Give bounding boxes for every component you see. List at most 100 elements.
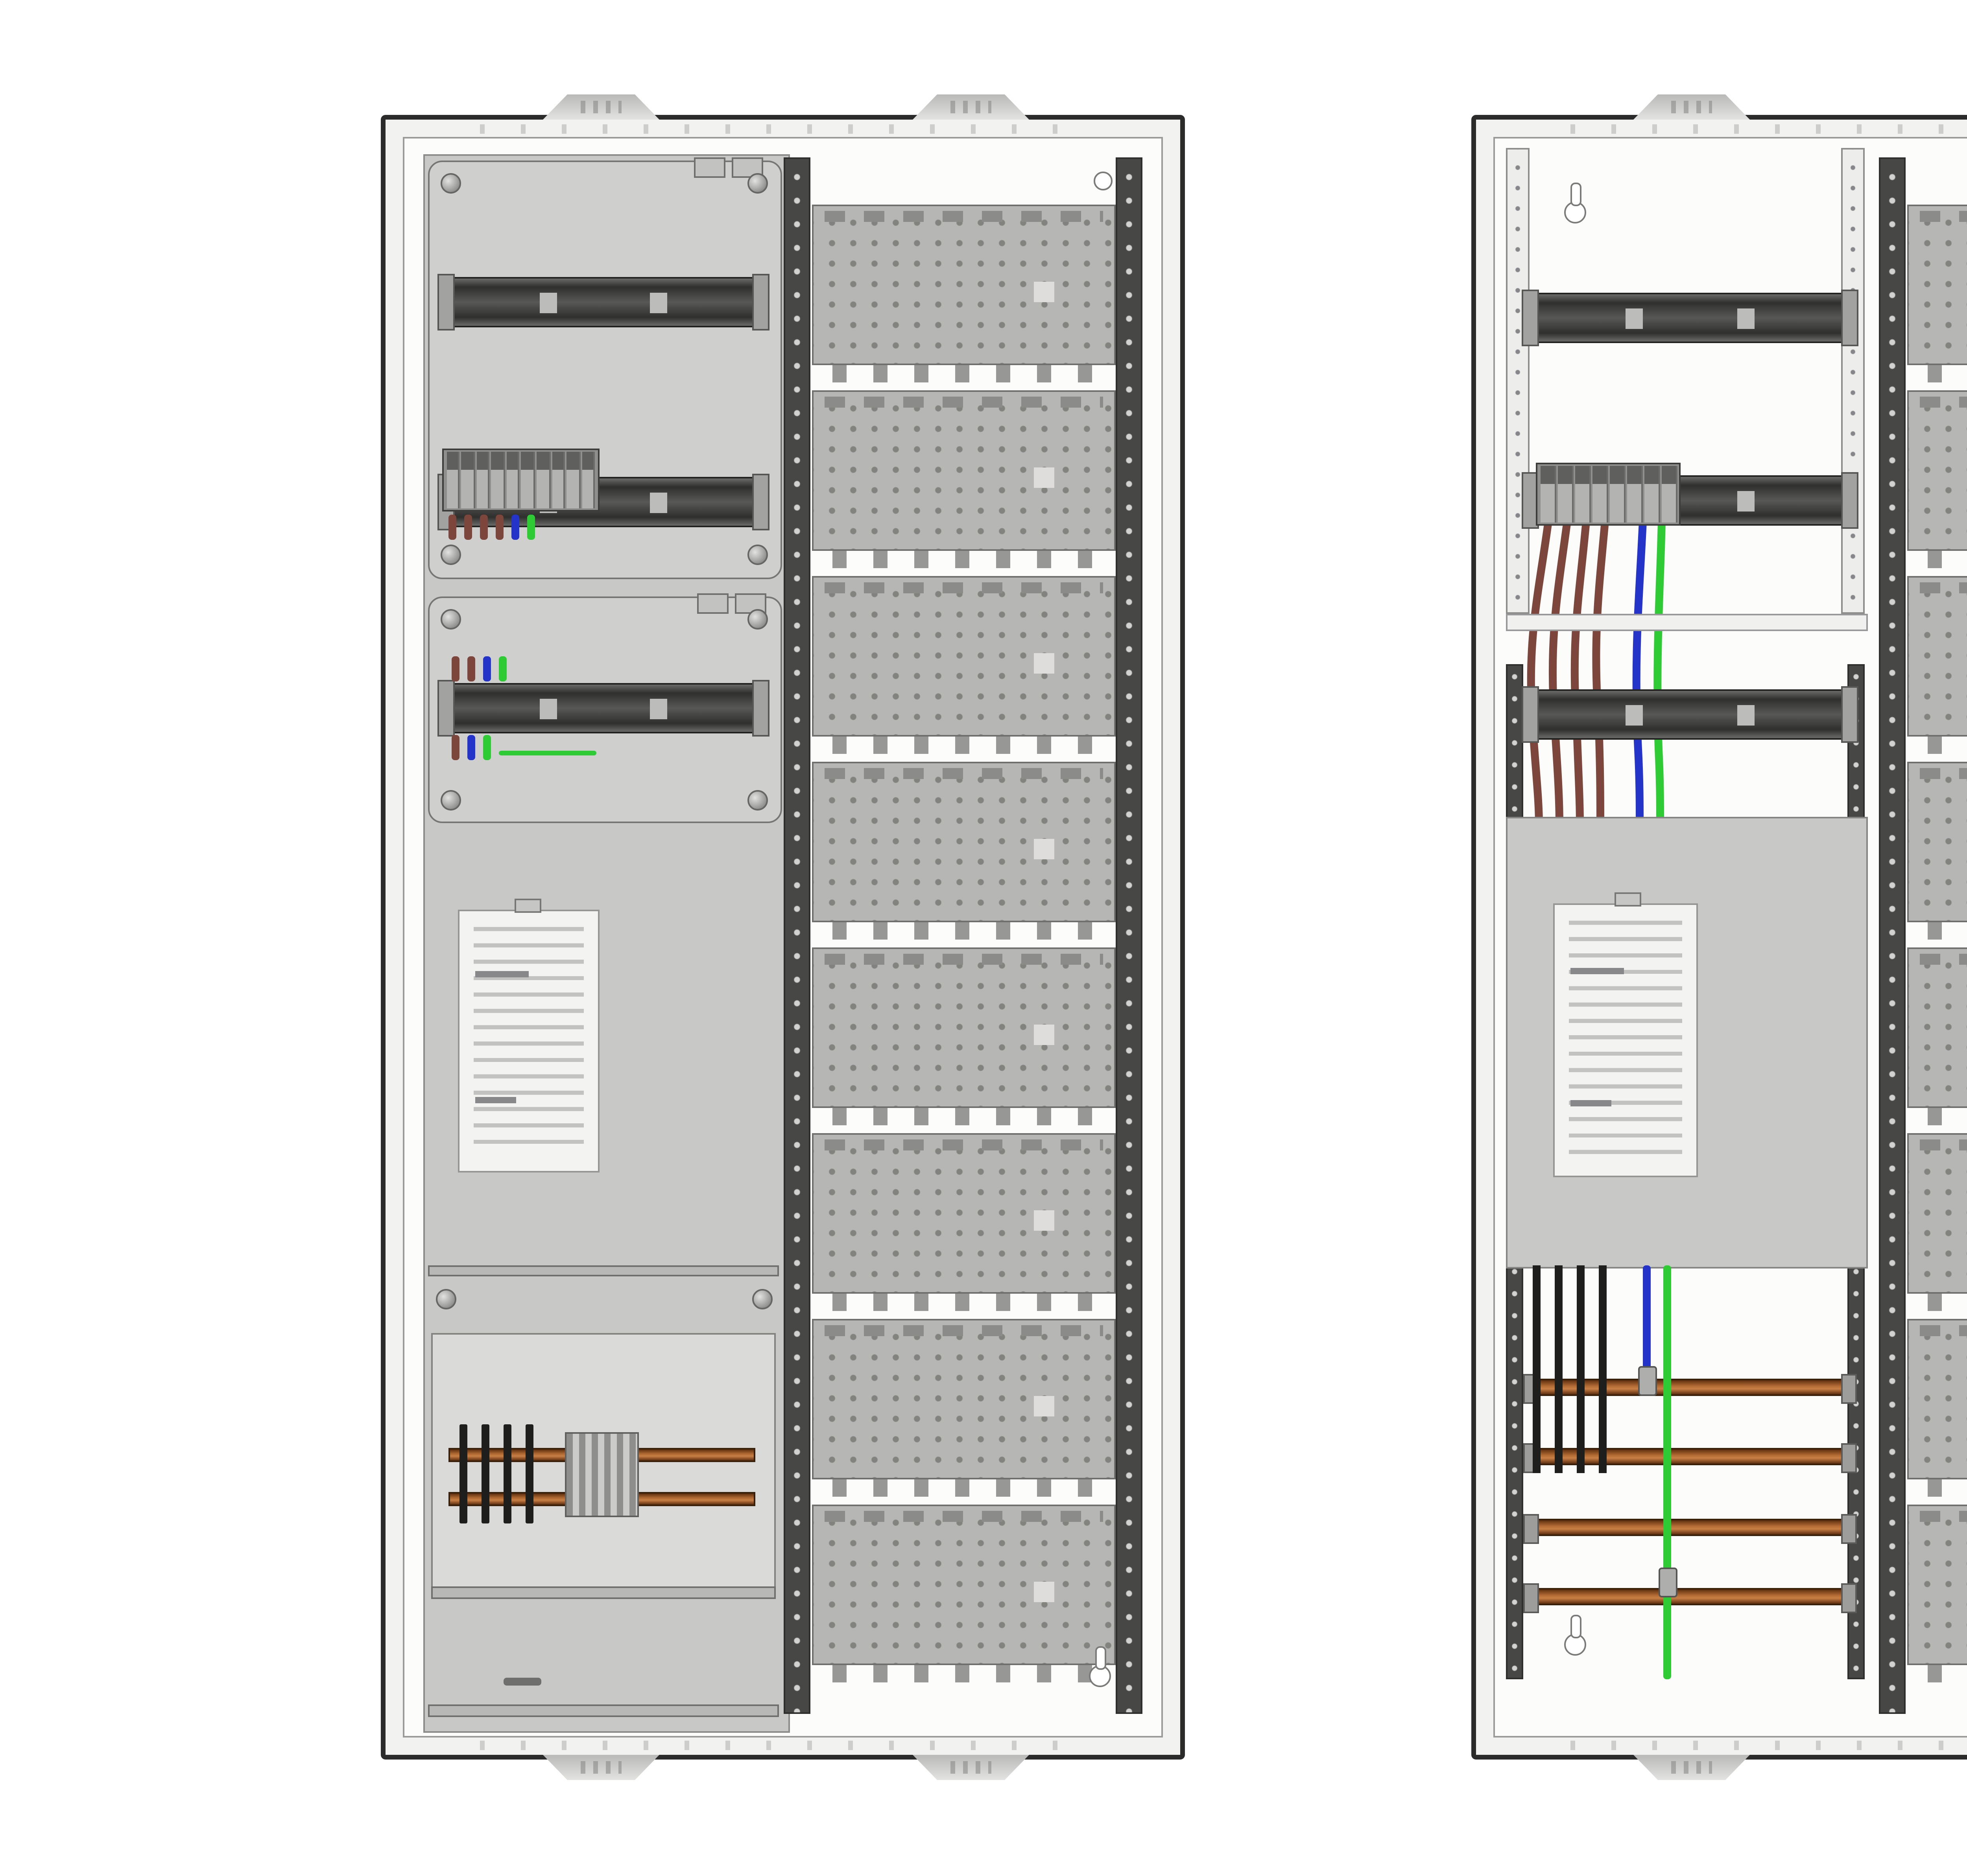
label-fine-print <box>1569 921 1682 1160</box>
wire-brown <box>464 515 472 540</box>
bottom-edge-vents <box>480 1741 1086 1750</box>
enclosure-right-view <box>1471 94 1967 1780</box>
perforated-plate <box>812 390 1116 568</box>
wire-brown <box>467 656 475 681</box>
screw-icon <box>747 609 768 630</box>
bottom-edge-vents <box>1570 1741 1967 1750</box>
busbar <box>1523 1583 1857 1613</box>
busbar-carrier <box>431 1333 776 1590</box>
busbar-assembly <box>428 1265 779 1717</box>
feeder-rod <box>1555 1265 1563 1473</box>
wire-brown <box>1570 517 1590 829</box>
terminal-pole <box>567 452 581 508</box>
perforated-plate <box>1907 1505 1967 1682</box>
mounting-tab <box>1633 94 1750 120</box>
perforated-plate <box>812 205 1116 382</box>
terminal-pole <box>1609 466 1625 523</box>
perforated-plate <box>1907 1133 1967 1311</box>
wire-brown <box>496 515 504 540</box>
din-frame-upper <box>428 157 782 579</box>
din-rail <box>1522 290 1858 346</box>
wire-brown <box>448 515 456 540</box>
screw-icon <box>747 790 768 811</box>
terminal-pole <box>506 452 520 508</box>
screw-icon <box>747 545 768 565</box>
wire-green <box>499 656 507 681</box>
perforated-plate-stack <box>812 205 1116 1682</box>
terminal-pole <box>552 452 565 508</box>
wiring-duct-left <box>1506 148 1530 614</box>
perforated-plate <box>1907 576 1967 754</box>
feeder-prongs <box>459 1424 533 1523</box>
wire-blue <box>467 735 475 760</box>
keyhole-mount <box>1564 1615 1586 1656</box>
label-fine-print <box>474 927 584 1155</box>
wire-brown <box>1548 517 1571 829</box>
wire-ferrule <box>1659 1568 1677 1597</box>
feeder-prong <box>526 1424 533 1523</box>
screw-icon <box>441 545 461 565</box>
meter-panel <box>1506 817 1868 1269</box>
cover-rail <box>428 1704 779 1717</box>
terminal-pole <box>1592 466 1607 523</box>
mounting-tab <box>543 94 659 120</box>
terminal-pole <box>461 452 475 508</box>
mounting-tab <box>913 94 1029 120</box>
top-edge-vents <box>1570 124 1967 134</box>
support-rail <box>1506 614 1868 631</box>
perforated-plate <box>1907 390 1967 568</box>
wire-brown <box>480 515 488 540</box>
terminal-pole <box>582 452 596 508</box>
din-frame-lower <box>428 593 782 823</box>
cover-rail <box>431 1586 776 1599</box>
feeder-rods <box>1533 1265 1607 1473</box>
cover-rail <box>428 1265 779 1276</box>
keyhole-mount <box>1089 1646 1111 1687</box>
terminal-pole <box>446 452 460 508</box>
label-mark <box>1570 1100 1611 1106</box>
label-mark <box>475 971 529 977</box>
busbar <box>1523 1513 1857 1544</box>
wire-blue <box>1643 1265 1651 1372</box>
busbar-field <box>1523 1374 1857 1613</box>
slot-cutout <box>504 1678 541 1686</box>
screw-icon <box>752 1289 773 1309</box>
perforated-plate <box>812 1319 1116 1497</box>
terminal-pole <box>491 452 505 508</box>
terminal-pole <box>1540 466 1556 523</box>
feeder-prong <box>482 1424 489 1523</box>
device-label <box>1553 903 1698 1177</box>
wire-brown <box>452 656 459 681</box>
mounting-tab <box>913 1755 1029 1780</box>
terminal-pole <box>1644 466 1659 523</box>
wire-ferrule <box>1638 1366 1657 1396</box>
terminal-pole <box>1557 466 1573 523</box>
perforated-plate-stack <box>1907 205 1967 1682</box>
feeder-rod <box>1599 1265 1607 1473</box>
wire-green <box>1663 1265 1671 1679</box>
din-rail <box>437 680 769 737</box>
perforated-plate <box>1907 762 1967 940</box>
wire-brown <box>1527 517 1552 829</box>
terminal-pole <box>1574 466 1590 523</box>
wire-green <box>527 515 535 540</box>
label-mark <box>1570 968 1624 974</box>
perforated-plate <box>812 1505 1116 1682</box>
enclosure-left-view <box>381 94 1185 1780</box>
wire-stubs <box>452 735 491 760</box>
perforated-plate <box>1907 1319 1967 1497</box>
wire-green <box>1653 517 1666 829</box>
perforated-plate <box>1907 205 1967 382</box>
screw-icon <box>441 790 461 811</box>
perforated-plate <box>1907 947 1967 1125</box>
wire-brown <box>452 735 459 760</box>
wire-blue <box>483 656 491 681</box>
wire-brown <box>1592 517 1609 829</box>
wire-stubs <box>452 656 507 681</box>
perforated-plate <box>812 762 1116 940</box>
terminal-pole <box>1626 466 1642 523</box>
screw-icon <box>441 173 461 194</box>
mounting-tab <box>543 1755 659 1780</box>
